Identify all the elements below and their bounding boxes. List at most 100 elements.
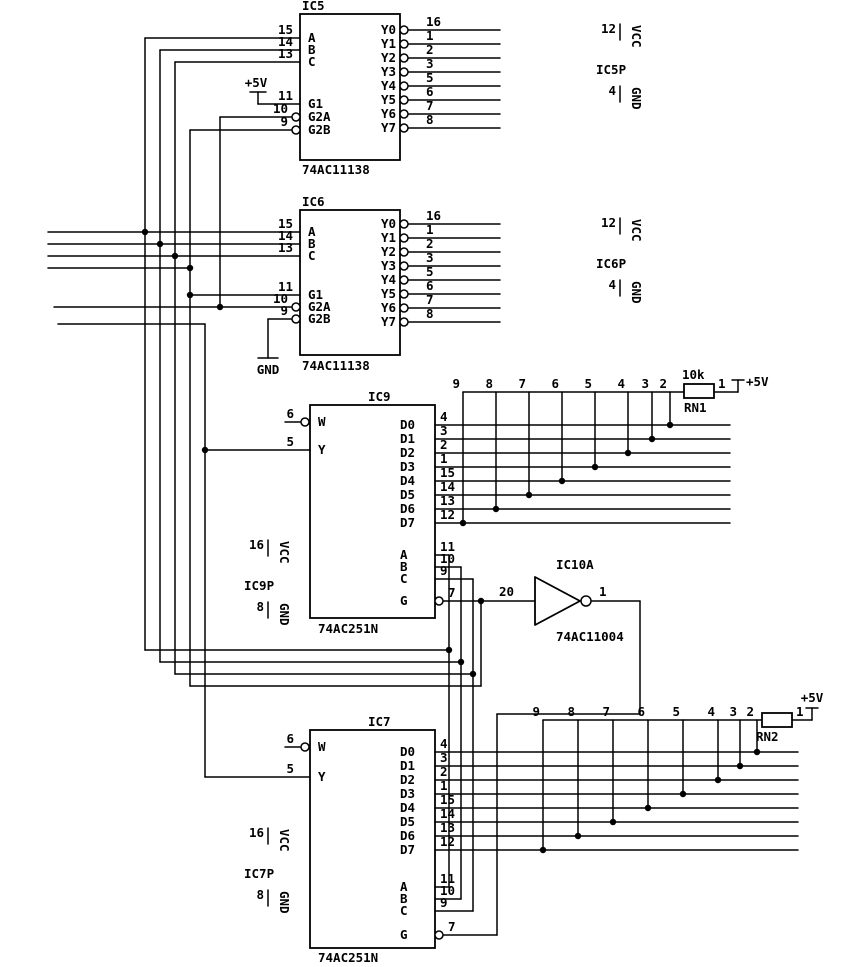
ic9-pin-name-d0: D0	[400, 417, 415, 432]
junction-dot	[459, 519, 467, 527]
junction-dot	[736, 762, 744, 770]
junction-dot	[216, 303, 224, 311]
rn2-body	[761, 712, 793, 728]
ic6-pin-name-g1: G1	[308, 287, 323, 302]
ic6-pin-name-y0: Y0	[381, 216, 396, 231]
junction-dot	[539, 846, 547, 854]
ic6-pin-number-1: 1	[426, 222, 434, 237]
ic9-pin-name-d5: D5	[400, 487, 415, 502]
rn1-label: RN1	[684, 400, 707, 415]
inverting-bubble	[399, 81, 409, 91]
inverting-bubble	[399, 109, 409, 119]
ic7-pin-name-c: C	[400, 903, 408, 918]
ic6-pin-name-y4: Y4	[381, 272, 396, 287]
ic5-pin-number-3: 3	[426, 56, 434, 71]
rn1-pin-number-8: 8	[485, 376, 493, 391]
ic9-pin-name-c: C	[400, 571, 408, 586]
ic9-pin-number-3: 3	[440, 423, 448, 438]
ic7p-gnd-pin-number: 8	[256, 887, 264, 902]
ic10a-inverter-symbol	[534, 576, 581, 626]
ic5p-label: IC5P	[596, 62, 626, 77]
rn2-pin-number-3: 3	[729, 704, 737, 719]
ic5-pin-number-2: 2	[426, 42, 434, 57]
inverting-bubble	[434, 930, 444, 940]
ic7p-vcc-pin-number: 16	[249, 825, 264, 840]
ic9p-vcc-pin-name: VCC	[277, 541, 292, 564]
ic5-pin-number-15: 15	[278, 22, 293, 37]
junction-dot	[591, 463, 599, 471]
ic9-pin-number-12: 12	[440, 507, 455, 522]
ic6-pin-name-a: A	[308, 224, 316, 239]
ic7-pin-number-7: 7	[448, 919, 456, 934]
ic9-pin-name-d1: D1	[400, 431, 415, 446]
ic10a-label: IC10A	[556, 557, 594, 572]
ic9-pin-name-d6: D6	[400, 501, 415, 516]
ic7-pin-number-2: 2	[440, 764, 448, 779]
junction-dot	[141, 228, 149, 236]
ic7-pin-number-11: 11	[440, 871, 455, 886]
inverting-bubble	[399, 261, 409, 271]
ic6-pin-number-8: 8	[426, 306, 434, 321]
ic7-pin-number-12: 12	[440, 834, 455, 849]
rn1-pin-number-7: 7	[518, 376, 526, 391]
ic7-pin-name-b: B	[400, 891, 408, 906]
ic5-pin-name-g2b: G2B	[308, 122, 331, 137]
ic7-pin-name-a: A	[400, 879, 408, 894]
inverting-bubble	[291, 112, 301, 122]
inverting-bubble	[399, 303, 409, 313]
inverting-bubble	[291, 125, 301, 135]
ic9-pin-name-a: A	[400, 547, 408, 562]
ic6-pin-name-b: B	[308, 236, 316, 251]
ic5-pin-number-1: 1	[426, 28, 434, 43]
ic5-pin-name-c: C	[308, 54, 316, 69]
rn1-pin-number-9: 9	[452, 376, 460, 391]
rn2-pin-number-5: 5	[672, 704, 680, 719]
inverting-bubble	[399, 275, 409, 285]
ic7-pin-name-g: G	[400, 927, 408, 942]
rn1-value: 10k	[682, 367, 705, 382]
ic9-pin-number-9: 9	[440, 563, 448, 578]
junction-dot	[445, 646, 453, 654]
junction-dot	[648, 435, 656, 443]
junction-dot	[457, 658, 465, 666]
ic7-pin-name-d2: D2	[400, 772, 415, 787]
ic9-pin-name-d3: D3	[400, 459, 415, 474]
ic7-pin-number-5: 5	[286, 761, 294, 776]
rn1-pin-number-5: 5	[584, 376, 592, 391]
ic6-pin-number-7: 7	[426, 292, 434, 307]
ic5p-vcc-pin-number: 12	[601, 21, 616, 36]
junction-dot	[492, 505, 500, 513]
ic7-pin-name-d6: D6	[400, 828, 415, 843]
ic5-pin-name-g1: G1	[308, 96, 323, 111]
ic9-pin-name-w: W	[318, 414, 326, 429]
ic7p-vcc-pin-name: VCC	[277, 829, 292, 852]
junction-dot	[477, 597, 485, 605]
inverting-bubble	[399, 95, 409, 105]
rn2-pin-number-4: 4	[707, 704, 715, 719]
ic5-pin-number-14: 14	[278, 34, 293, 49]
ic9-part-number: 74AC251N	[318, 621, 378, 636]
ic5-pin-number-16: 16	[426, 14, 441, 29]
rn1-pin-number-2: 2	[659, 376, 667, 391]
ic7-pin-number-10: 10	[440, 883, 455, 898]
ic9-body	[309, 404, 436, 619]
rn1-pin-number-1: 1	[718, 376, 726, 391]
ic5-pin-name-y3: Y3	[381, 64, 396, 79]
ic6p-vcc-pin-name: VCC	[629, 219, 644, 242]
gnd-label: GND	[257, 362, 280, 377]
junction-dot	[469, 670, 477, 678]
junction-dot	[186, 264, 194, 272]
ic5-pin-number-5: 5	[426, 70, 434, 85]
inverting-bubble	[399, 25, 409, 35]
ic9-title: IC9	[368, 389, 391, 404]
ic9-pin-name-d2: D2	[400, 445, 415, 460]
ic6p-gnd-pin-name: GND	[629, 281, 644, 304]
inverting-bubble	[434, 596, 444, 606]
plus5v-label: +5V	[801, 690, 824, 705]
ic9-pin-number-7: 7	[448, 585, 456, 600]
rn1-pin-number-6: 6	[551, 376, 559, 391]
ic7-pin-name-d7: D7	[400, 842, 415, 857]
rn2-pin-number-9: 9	[532, 704, 540, 719]
ic10a-output-bubble	[580, 595, 592, 607]
